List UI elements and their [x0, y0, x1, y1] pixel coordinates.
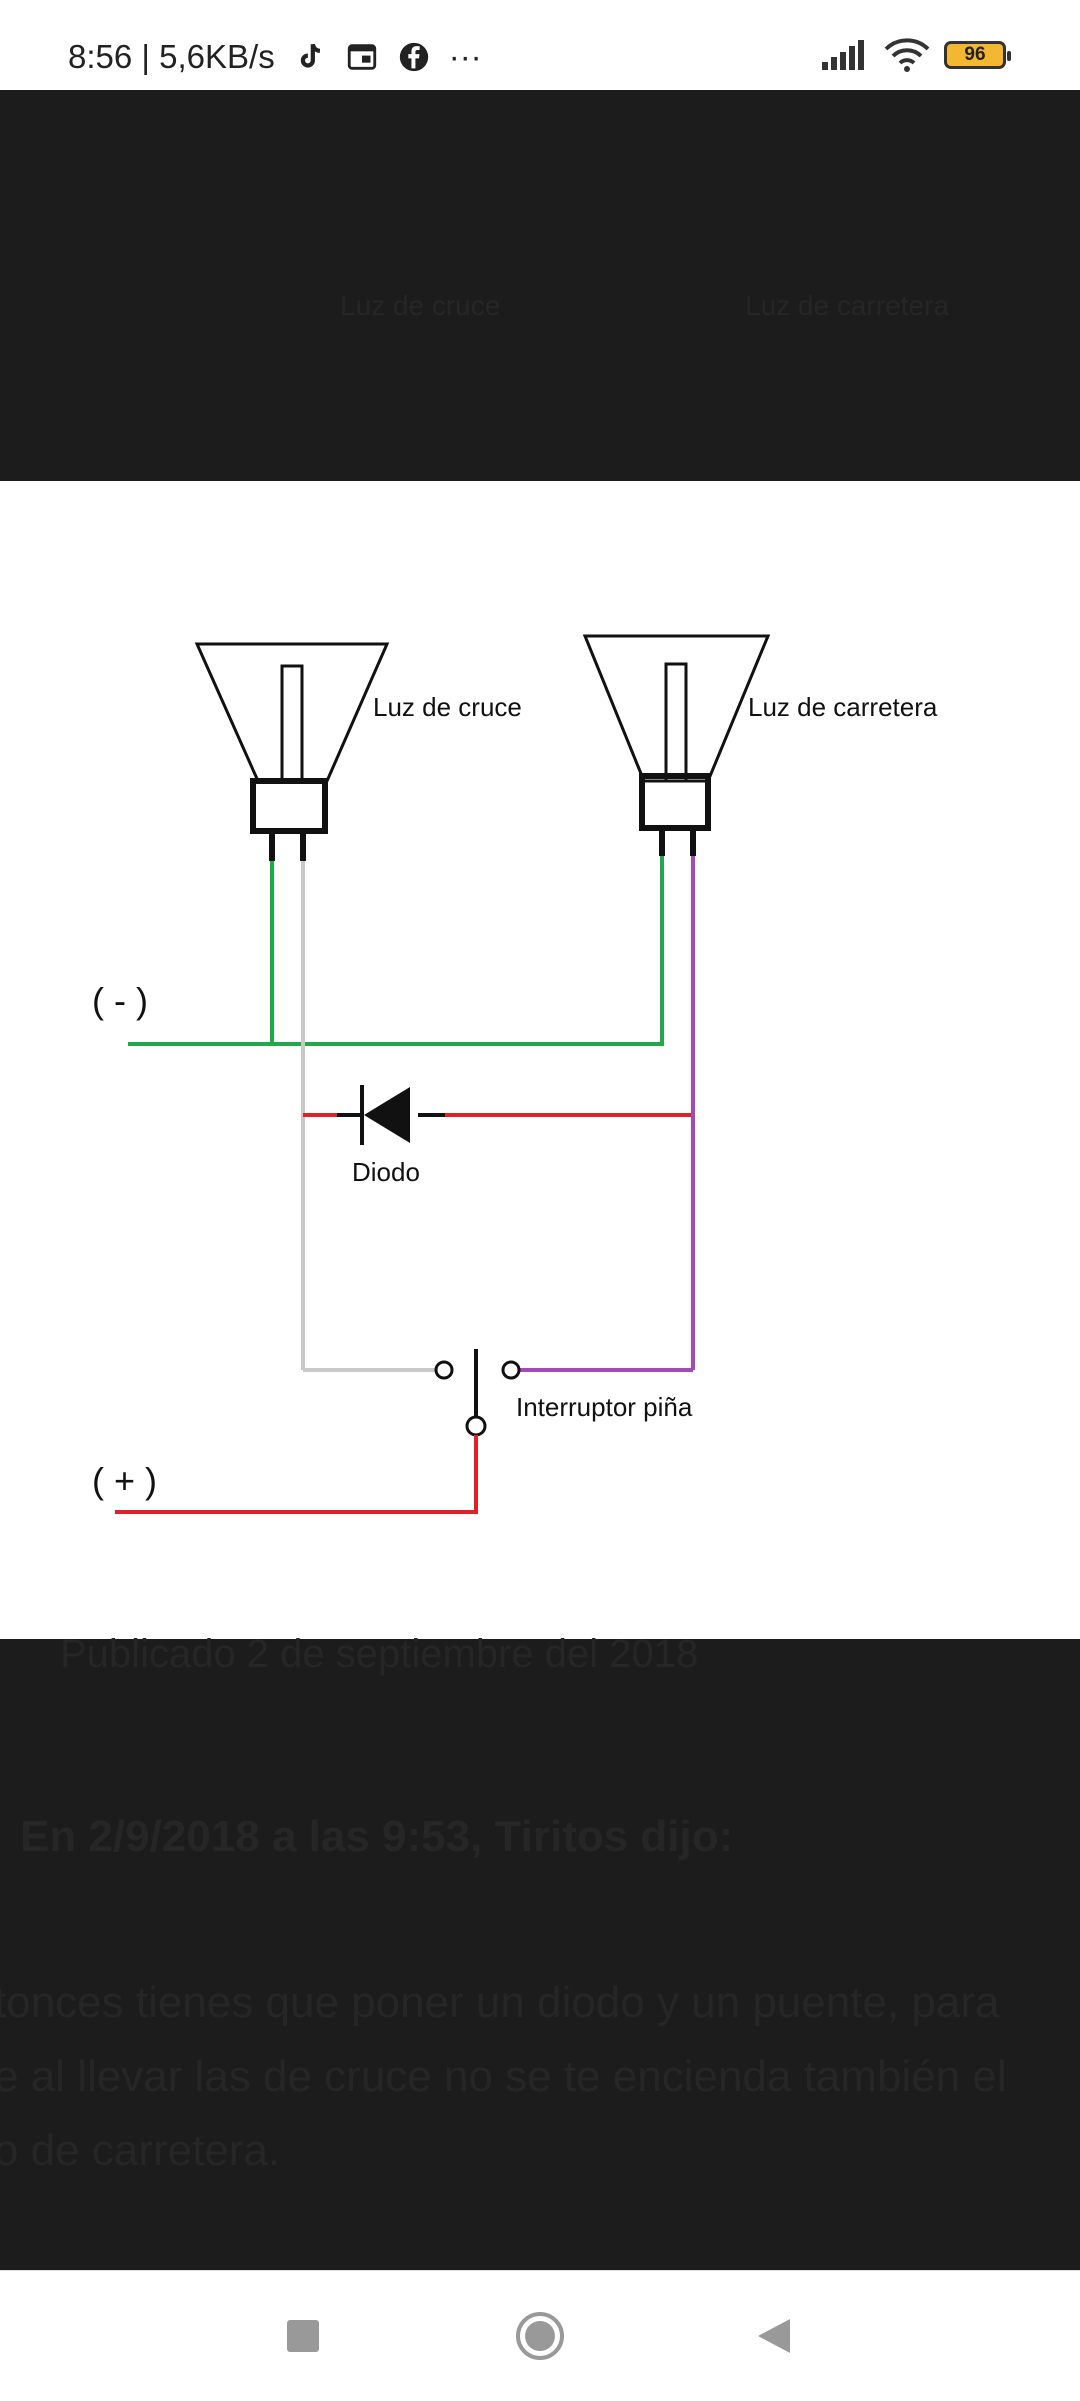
label-negative: ( - ) [92, 980, 148, 1021]
positive-wire [115, 1435, 478, 1514]
battery-level: 96 [964, 44, 986, 65]
ghost-label-low: Luz de cruce [340, 290, 501, 321]
triangle-icon [758, 2319, 790, 2353]
high-beam-wire [520, 856, 695, 1372]
tiktok-icon [300, 43, 320, 68]
wifi-icon [884, 38, 930, 72]
label-positive: ( + ) [92, 1460, 157, 1501]
more-notifications: ··· [448, 38, 482, 75]
status-left: 8:56 | 5,6KB/s ··· [68, 38, 482, 76]
recents-button[interactable] [243, 2271, 363, 2401]
diode-symbol [360, 1085, 410, 1145]
label-diode: Diodo [352, 1157, 420, 1187]
home-button[interactable] [480, 2271, 600, 2401]
switch-symbol [434, 1349, 521, 1437]
status-right: 96 [822, 38, 1011, 72]
dimmed-header-region: Luz de cruce Luz de carretera [0, 90, 1080, 480]
facebook-icon [399, 42, 428, 72]
battery-icon: 96 [944, 41, 1011, 69]
lamp-low-beam [194, 642, 390, 861]
label-low-beam: Luz de cruce [373, 692, 522, 722]
system-navigation-bar [0, 2270, 1080, 2401]
circuit-diagram: Luz de cruce Luz de carretera ( - ) Diod… [92, 634, 938, 1514]
ghost-label-high: Luz de carretera [745, 290, 949, 321]
circle-icon [516, 2312, 564, 2360]
ghost-quote-line3: o de carretera. [0, 2126, 281, 2175]
image-viewer[interactable]: Luz de cruce Luz de carretera ( - ) Diod… [0, 481, 1080, 1639]
label-high-beam: Luz de carretera [748, 692, 938, 722]
status-bar: 8:56 | 5,6KB/s ··· 96 [0, 0, 1080, 90]
ghost-quote-line1: tonces tienes que poner un diodo y un pu… [0, 1978, 1000, 2027]
ghost-quote-line2: e al llevar las de cruce no se te encien… [0, 2052, 1007, 2101]
label-switch: Interruptor piña [516, 1392, 693, 1422]
ghost-published: Publicado 2 de septiembre del 2018 [60, 1632, 699, 1676]
chevron-right-icon[interactable] [975, 995, 1065, 1145]
ghost-quote-header: En 2/9/2018 a las 9:53, Tiritos dijo: [20, 1812, 734, 1861]
calendar-icon [347, 44, 376, 70]
back-button[interactable] [714, 2271, 834, 2401]
time-and-speed: 8:56 | 5,6KB/s [68, 38, 275, 75]
ground-wires [128, 856, 664, 1046]
signal-icon [822, 40, 864, 70]
lamp-high-beam [582, 634, 771, 856]
square-icon [287, 2320, 319, 2352]
